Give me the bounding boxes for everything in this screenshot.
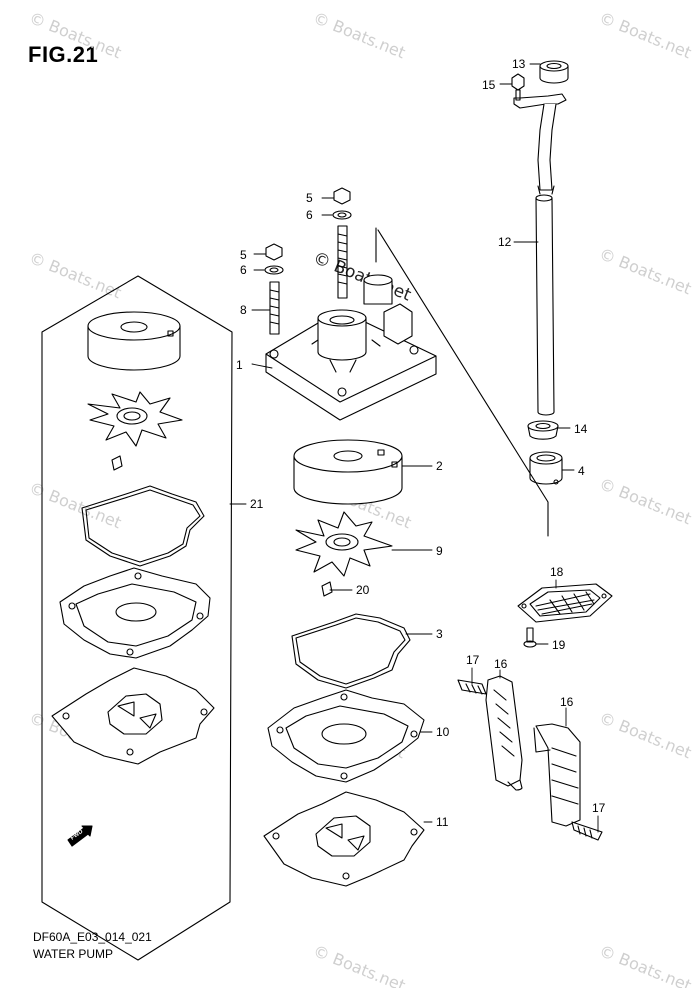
callout-6-right: 6	[306, 208, 313, 222]
callout-14: 14	[574, 422, 588, 436]
impeller-housing	[293, 439, 403, 505]
pump-case	[265, 274, 437, 421]
callout-20: 20	[356, 583, 370, 597]
kit-impeller	[87, 391, 183, 471]
callout-11: 11	[436, 815, 449, 829]
nut-left	[265, 243, 283, 261]
callout-5-right: 5	[306, 191, 313, 205]
callout-numbers: 1 2 3 4 5 5 6 6 8 9 10 11 12 13 14 15 16…	[236, 57, 606, 829]
callout-9: 9	[436, 544, 443, 558]
screw-17-upper	[457, 679, 487, 695]
washer-left	[264, 265, 284, 275]
watermark: © Boats.net	[311, 8, 409, 62]
watermark: © Boats.net	[597, 474, 695, 528]
watermark-center: © Boats.net	[310, 248, 414, 306]
seal-14	[527, 420, 559, 440]
watermark: © Boats.net	[27, 248, 125, 302]
callout-4: 4	[578, 464, 585, 478]
watermark: © Boats.net	[597, 941, 695, 988]
screw-17-lower	[571, 821, 603, 841]
pump-gasket	[263, 791, 425, 887]
stud-bolt-left	[269, 281, 280, 335]
kit-gasket	[51, 667, 215, 765]
screw-19	[523, 627, 537, 648]
fwd-arrow-icon	[67, 825, 93, 847]
pump-plate	[267, 689, 425, 783]
figure-title: FIG.21	[28, 42, 99, 67]
o-ring	[291, 613, 411, 689]
kit-o-ring	[81, 485, 205, 567]
callout-2: 2	[436, 459, 443, 473]
callout-5-left: 5	[240, 248, 247, 262]
callout-6-left: 6	[240, 263, 247, 277]
washer-right	[332, 210, 352, 220]
bolt-15	[511, 73, 525, 101]
water-screen	[517, 583, 613, 623]
watermark: © Boats.net	[311, 941, 409, 988]
impeller-key	[321, 581, 333, 597]
callout-1: 1	[236, 358, 243, 372]
callout-8: 8	[240, 303, 247, 317]
assembly-leader	[377, 229, 549, 537]
side-screen-left	[485, 675, 523, 791]
kit-plate	[59, 567, 211, 659]
figure-code: DF60A_E03_014_021	[33, 930, 152, 944]
callout-21: 21	[250, 497, 264, 511]
callout-13: 13	[512, 57, 526, 71]
water-tube	[513, 93, 567, 416]
nut-right	[333, 187, 351, 205]
callout-18: 18	[550, 565, 564, 579]
grommet	[539, 60, 569, 84]
watermark: © Boats.net	[597, 8, 695, 62]
callout-12: 12	[498, 235, 512, 249]
callout-17-upper: 17	[466, 653, 480, 667]
callout-10: 10	[436, 725, 450, 739]
callout-15: 15	[482, 78, 496, 92]
watermark: © Boats.net	[597, 708, 695, 762]
kit-outline	[41, 275, 233, 961]
kit-housing-ring	[87, 311, 181, 371]
figure-caption: WATER PUMP	[33, 947, 113, 961]
callout-17-lower: 17	[592, 801, 606, 815]
side-screen-right	[533, 723, 581, 827]
callout-19: 19	[552, 638, 566, 652]
callout-16-left: 16	[494, 657, 508, 671]
stud-bolt-right	[337, 225, 348, 299]
watermark: © Boats.net	[27, 8, 125, 62]
leader-lines	[229, 63, 599, 833]
watermark: © Boats.net	[27, 478, 125, 532]
watermark: © Boats.net	[597, 244, 695, 298]
impeller	[295, 511, 393, 577]
callout-16-right: 16	[560, 695, 574, 709]
callout-3: 3	[436, 627, 443, 641]
tube-guide	[529, 451, 563, 485]
